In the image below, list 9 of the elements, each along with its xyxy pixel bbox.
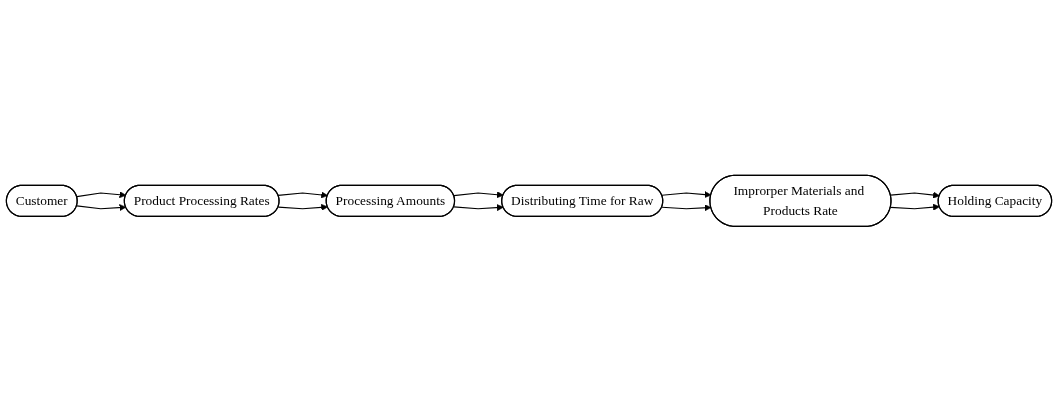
arrow [661, 204, 712, 212]
arrow [890, 203, 940, 211]
arrow [277, 204, 328, 211]
arrow [76, 204, 127, 212]
arrow [661, 191, 712, 199]
arrow [453, 204, 504, 212]
arrow [277, 191, 328, 199]
arrow [453, 191, 504, 199]
arrow [890, 191, 940, 199]
